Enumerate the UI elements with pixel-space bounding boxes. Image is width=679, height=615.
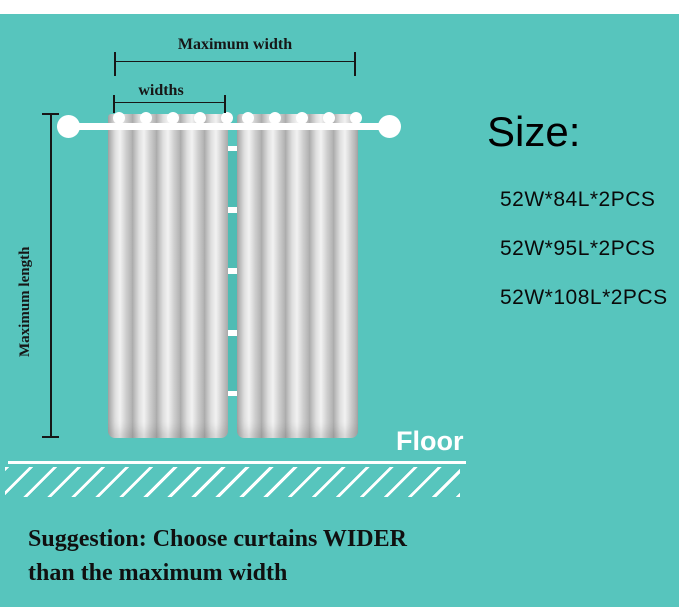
max-length-dimension-line (50, 114, 52, 437)
size-option: 52W*108L*2PCS (500, 286, 668, 309)
widths-tick-left (113, 95, 115, 113)
curtain-ring (221, 112, 233, 124)
max-width-dimension-line (114, 61, 355, 62)
size-option: 52W*84L*2PCS (500, 188, 656, 211)
curtain-panel-left (108, 114, 228, 438)
curtain-ring (242, 112, 254, 124)
size-option: 52W*95L*2PCS (500, 237, 656, 260)
curtain-ring (194, 112, 206, 124)
curtain-ring (140, 112, 152, 124)
max-length-label: Maximum length (17, 246, 33, 358)
widths-label: widths (138, 82, 184, 99)
widths-tick-right (224, 95, 226, 113)
widths-dimension-line (113, 102, 225, 103)
curtain-rod (68, 123, 390, 130)
max-length-tick-top (42, 113, 59, 115)
curtain-ring (113, 112, 125, 124)
floor-line (8, 461, 466, 464)
curtain-ring (350, 112, 362, 124)
curtain-ring (167, 112, 179, 124)
floor-label: Floor (396, 426, 464, 456)
max-length-tick-bottom (42, 436, 59, 438)
curtain-ring (296, 112, 308, 124)
suggestion-text-line2: than the maximum width (28, 560, 288, 586)
size-title: Size: (487, 108, 581, 155)
max-width-tick-left (114, 52, 116, 76)
curtain-ring (269, 112, 281, 124)
max-width-label: Maximum width (177, 36, 293, 53)
suggestion-text-line1: Suggestion: Choose curtains WIDER (28, 526, 407, 552)
rod-finial-right (378, 115, 401, 138)
rod-finial-left (57, 115, 80, 138)
floor-hatching (5, 467, 460, 497)
curtain-ring (323, 112, 335, 124)
max-width-tick-right (354, 52, 356, 76)
curtain-panel-right (237, 114, 358, 438)
